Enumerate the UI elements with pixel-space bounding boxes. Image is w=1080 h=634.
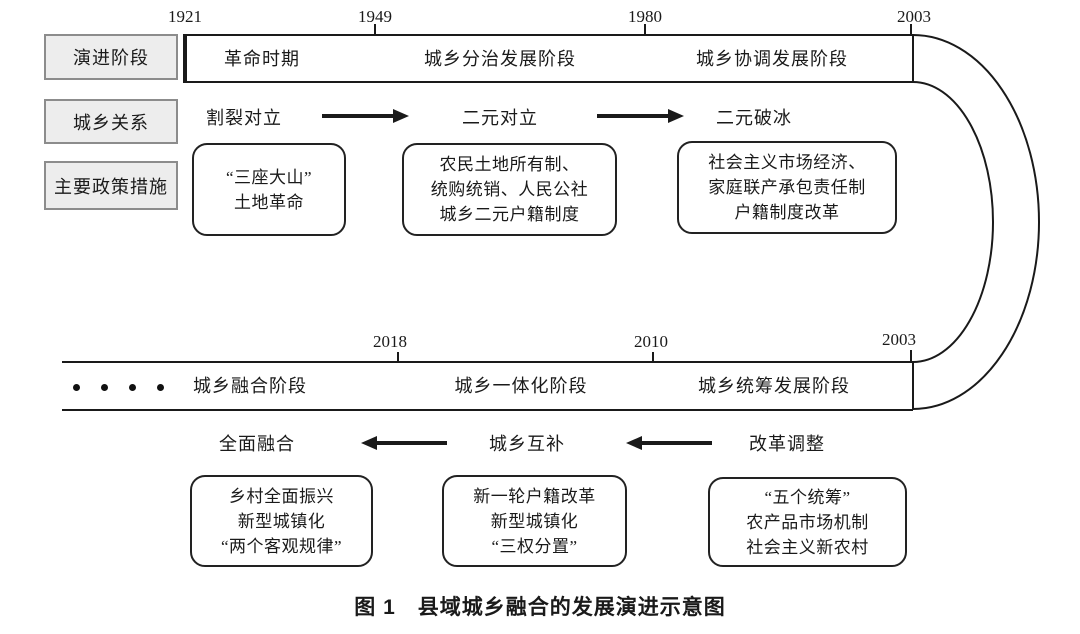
bottom-relation-complementary: 城乡互补 xyxy=(489,434,565,454)
bottom-year-2010: 2010 xyxy=(634,332,668,351)
u-turn-inner-arc xyxy=(912,81,994,363)
arrow-right-icon xyxy=(597,109,684,123)
bottom-year-2003: 2003 xyxy=(882,330,916,349)
arrow-left-icon xyxy=(361,436,447,450)
bottom-year-2018: 2018 xyxy=(373,332,407,351)
top-year-2003: 2003 xyxy=(897,7,931,26)
top-relation-icebreak: 二元破冰 xyxy=(716,108,792,128)
top-policy-box-1: “三座大山” 土地革命 xyxy=(192,143,346,236)
bottom-relation-reform: 改革调整 xyxy=(749,434,825,454)
row-label-stages: 演进阶段 xyxy=(44,34,178,80)
bottom-relation-full-integration: 全面融合 xyxy=(219,434,295,454)
top-year-1949: 1949 xyxy=(358,7,392,26)
bottom-policy-box-2: 新一轮户籍改革 新型城镇化 “三权分置” xyxy=(442,475,627,567)
top-year-1980: 1980 xyxy=(628,7,662,26)
top-timeline-bar xyxy=(184,34,914,83)
bottom-stage-unification: 城乡一体化阶段 xyxy=(454,376,588,396)
bottom-policy-box-3: “五个统筹” 农产品市场机制 社会主义新农村 xyxy=(708,477,907,567)
top-relation-split: 割裂对立 xyxy=(206,108,282,128)
arrow-left-icon xyxy=(626,436,712,450)
top-stage-revolution: 革命时期 xyxy=(224,49,300,69)
top-relation-dual: 二元对立 xyxy=(462,108,538,128)
dot-icon xyxy=(129,384,136,391)
figure-caption: 图 1 县域城乡融合的发展演进示意图 xyxy=(354,596,726,619)
dot-icon xyxy=(157,384,164,391)
row-label-policies: 主要政策措施 xyxy=(44,161,178,210)
top-year-1921: 1921 xyxy=(168,7,202,26)
row-label-policies-text: 主要政策措施 xyxy=(54,176,168,197)
bottom-stage-overall-planning: 城乡统筹发展阶段 xyxy=(698,376,850,396)
top-stage-coordination: 城乡协调发展阶段 xyxy=(696,49,848,69)
row-label-stages-text: 演进阶段 xyxy=(73,48,149,68)
top-policy-box-2: 农民土地所有制、 统购统销、人民公社 城乡二元户籍制度 xyxy=(402,143,617,236)
top-policy-box-3: 社会主义市场经济、 家庭联产承包责任制 户籍制度改革 xyxy=(677,141,897,234)
bottom-policy-box-1: 乡村全面振兴 新型城镇化 “两个客观规律” xyxy=(190,475,373,567)
u-turn-outer-arc xyxy=(912,34,1040,410)
dot-icon xyxy=(73,384,80,391)
bottom-stage-integration: 城乡融合阶段 xyxy=(193,376,307,396)
row-label-relations: 城乡关系 xyxy=(44,99,178,144)
row-label-relations-text: 城乡关系 xyxy=(73,112,149,133)
top-stage-separation: 城乡分治发展阶段 xyxy=(424,49,576,69)
ellipsis-dots xyxy=(73,384,164,391)
arrow-right-icon xyxy=(322,109,409,123)
dot-icon xyxy=(101,384,108,391)
